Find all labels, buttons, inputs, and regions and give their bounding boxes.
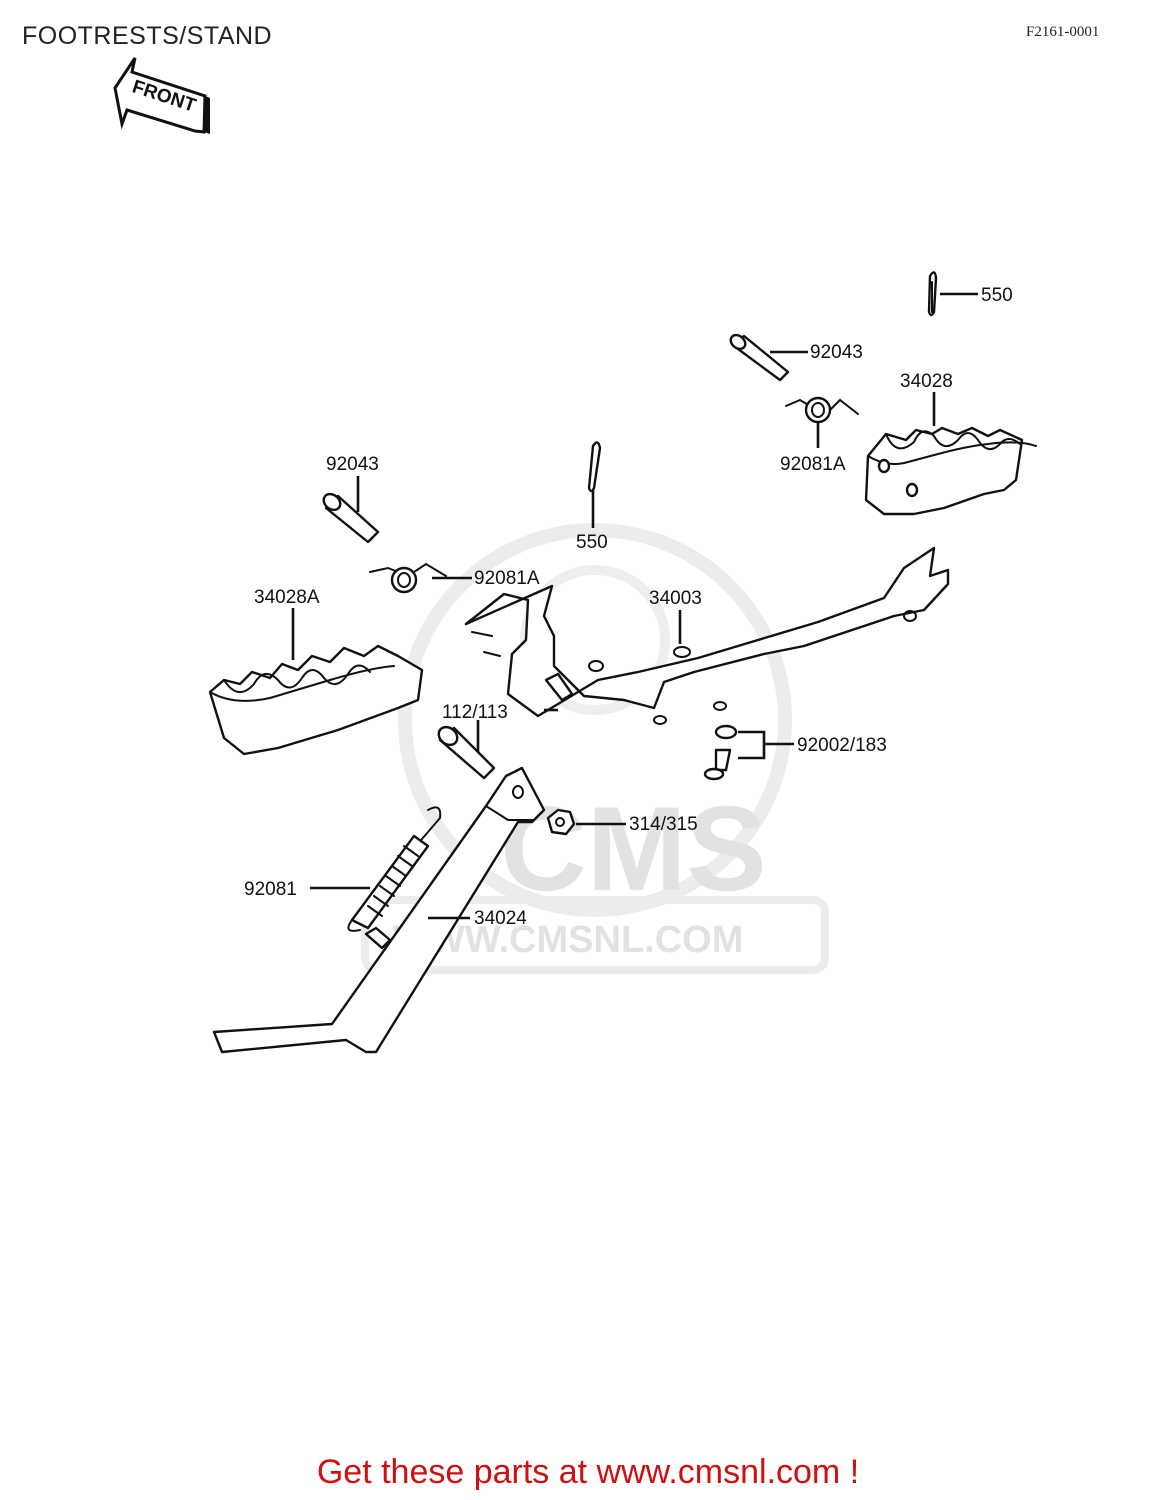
cotter-pin-550-top (927, 271, 938, 317)
washer-bolt-92002-183 (703, 724, 738, 781)
callout-92043-right: 92043 (810, 342, 863, 363)
callout-92043-left: 92043 (326, 454, 379, 475)
callout-92081a-right: 92081A (780, 454, 846, 475)
torsion-spring-92081a-right (785, 396, 859, 424)
callout-34003: 34003 (649, 588, 702, 609)
callout-34028a: 34028A (254, 587, 320, 608)
bolt-112-113 (437, 725, 496, 780)
callout-34024: 34024 (474, 908, 527, 929)
footrest-34028a (208, 644, 424, 756)
callout-92002-183: 92002/183 (797, 735, 887, 756)
cms-watermark: CMS WWW.CMSNL.COM (361, 523, 829, 974)
footrest-34028 (864, 426, 1037, 516)
callout-92081a-left: 92081A (474, 568, 540, 589)
callout-34028: 34028 (900, 371, 953, 392)
clevis-pin-92043-left (322, 492, 380, 544)
return-spring-92081 (347, 806, 442, 932)
page-title: FOOTRESTS/STAND (22, 22, 273, 50)
callout-550-center: 550 (576, 532, 608, 553)
footrest-bracket-34003 (464, 546, 950, 725)
diagram-reference-code: F2161-0001 (1026, 24, 1100, 40)
torsion-spring-92081a-left (369, 562, 447, 594)
footer-link[interactable]: Get these parts at www.cmsnl.com ! (316, 1453, 860, 1491)
callout-314-315: 314/315 (629, 814, 698, 835)
watermark-logo-text: CMS (500, 782, 767, 916)
clevis-pin-92043-right (729, 333, 790, 382)
callout-92081: 92081 (244, 879, 297, 900)
callout-112-113: 112/113 (442, 702, 508, 723)
front-direction-arrow: FRONT (113, 57, 210, 134)
nut-314-315 (546, 808, 576, 836)
callout-550-top: 550 (981, 285, 1013, 306)
cotter-pin-550-center (587, 441, 602, 493)
side-stand-34024 (212, 766, 546, 1054)
